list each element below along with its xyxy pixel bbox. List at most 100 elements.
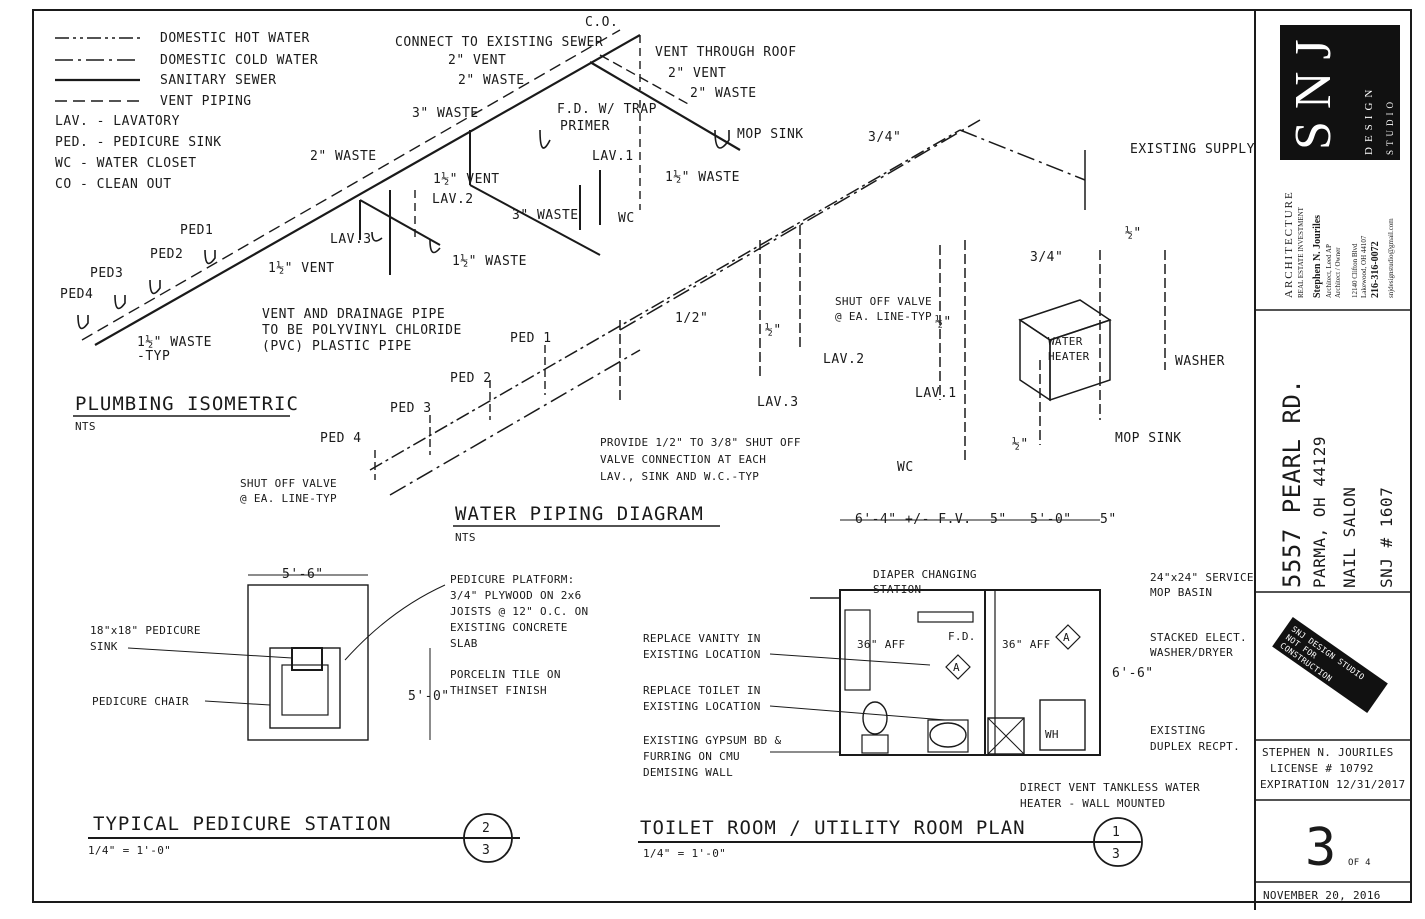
lav2-iso-label: LAV.2 [432, 192, 474, 207]
water-heater-label-2: HEATER [1048, 350, 1090, 363]
wp-lav3: LAV.3 [757, 395, 799, 410]
room-outline [839, 589, 1101, 756]
wp-lav2: LAV.2 [823, 352, 865, 367]
ped-height-dim: 5'-0" [408, 689, 450, 704]
vanity-note-1: EXISTING LOCATION [643, 648, 761, 661]
lav2-trap [429, 239, 441, 254]
direct-vent-note-0: DIRECT VENT TANKLESS WATER [1020, 781, 1200, 794]
shutoff-label-4: @ EA. LINE-TYP [240, 492, 337, 505]
tag-a-diamond-2 [1055, 624, 1081, 650]
firm-realestate: REAL ESTATE INVESTMENT [1297, 206, 1305, 298]
existing-supply-label: EXISTING SUPPLY [1130, 142, 1255, 157]
water-heater-front [1019, 318, 1051, 402]
firm-email: snjdesignstudio@gmail.com [1387, 218, 1395, 298]
washer-label: WASHER [1175, 354, 1225, 369]
provide-note-2: VALVE CONNECTION AT EACH [600, 453, 766, 466]
sheet-date: NOVEMBER 20, 2016 [1263, 889, 1381, 902]
waste2a-label: 2" WASTE [458, 73, 525, 88]
toilet-bowl [862, 701, 888, 735]
dim-f: 36" AFF [857, 638, 905, 651]
legend-label-cold: DOMESTIC COLD WATER [160, 53, 318, 68]
mop-basin [987, 717, 1025, 755]
cold-main-b [619, 119, 981, 331]
provide-note-3: LAV., SINK AND W.C.-TYP [600, 470, 759, 483]
wp-ped3: PED 3 [390, 401, 432, 416]
main-vent-pipe [81, 29, 621, 341]
toilet-room-title: TOILET ROOM / UTILITY ROOM PLAN [640, 817, 1026, 839]
toilet-leader [769, 705, 946, 721]
wp-ped4: PED 4 [320, 431, 362, 446]
stacked-note-1: WASHER/DRYER [1150, 646, 1233, 659]
pvc-note-2: TO BE POLYVINYL CHLORIDE [262, 323, 462, 338]
ped2-iso-label: PED2 [150, 247, 183, 262]
shutoff-label-3: SHUT OFF VALVE [240, 477, 337, 490]
vent2a-label: 2" VENT [448, 53, 506, 68]
dim-d: 5" [1100, 512, 1117, 527]
dim-e: 6'-6" [1112, 666, 1154, 681]
project-address: 5557 PEARL RD. [1278, 379, 1306, 588]
water-piping-title: WATER PIPING DIAGRAM [455, 503, 704, 525]
water-piping-diagram: 3/4" EXISTING SUPPLY ½" 3/4" SHUT OFF VA… [240, 119, 1255, 544]
waste2c-label: 2" WASTE [310, 149, 377, 164]
chair-note: PEDICURE CHAIR [92, 695, 189, 708]
tile-note-0: PORCELIN TILE ON [450, 668, 561, 681]
cold-main-a [389, 349, 641, 496]
wp-lav1: LAV.1 [915, 386, 957, 401]
platform-note-0: PEDICURE PLATFORM: [450, 573, 575, 586]
water-heater-top [1018, 299, 1112, 341]
mop-sink-label: MOP SINK [737, 127, 804, 142]
waste15c-label: 1½" WASTE [137, 335, 212, 350]
project-city: PARMA, OH 44129 [1310, 436, 1329, 588]
hot-main [369, 129, 961, 471]
vent2b-label: 2" VENT [668, 66, 726, 81]
pedicure-bubble-bottom: 3 [482, 843, 490, 858]
legend-label-vent: VENT PIPING [160, 94, 252, 109]
dim-a: 6'-4" +/- F.V. [855, 512, 972, 527]
toilet-note-1: EXISTING LOCATION [643, 700, 761, 713]
legend-label-hot: DOMESTIC HOT WATER [160, 31, 310, 46]
wp-ped1: PED 1 [510, 331, 552, 346]
wp-ped2: PED 2 [450, 371, 492, 386]
tag-a-1: A [953, 661, 960, 674]
ped3-iso-label: PED3 [90, 266, 123, 281]
toilet-bubble-bottom: 3 [1112, 847, 1120, 862]
duplex-note-1: DUPLEX RECPT. [1150, 740, 1240, 753]
ped4-iso-label: PED4 [60, 287, 93, 302]
platform-note-3: EXISTING CONCRETE [450, 621, 568, 634]
chair-seat [281, 664, 329, 716]
dim-g: 36" AFF [1002, 638, 1050, 651]
primer-label: PRIMER [560, 119, 610, 134]
license-line-3: EXPIRATION 12/31/2017 [1260, 778, 1405, 791]
logo-text: SNJ [1285, 27, 1342, 150]
toilet-tank [861, 734, 889, 754]
wc-iso-label: WC [618, 211, 635, 226]
fd-trap [539, 129, 551, 149]
abbrev-lav: LAV. - LAVATORY [55, 114, 180, 129]
platform-leader [344, 584, 446, 661]
gypsum-note-2: DEMISING WALL [643, 766, 733, 779]
vanity-leader [769, 653, 931, 666]
waste15a-label: 1½" WASTE [665, 170, 740, 185]
plumbing-isometric-title: PLUMBING ISOMETRIC [75, 393, 299, 415]
firm-role1: Architect, Leed AP [1325, 244, 1333, 298]
lav3-trap [371, 231, 383, 242]
half-d: ½" [765, 323, 782, 338]
service-note-1: MOP BASIN [1150, 586, 1212, 599]
co-label: C.O. [585, 15, 618, 30]
sink-note-1: SINK [90, 640, 118, 653]
half-b: ½" [935, 315, 952, 330]
logo-sub2: STUDIO [1385, 98, 1395, 155]
ped3-trap [114, 294, 126, 310]
sheet-border [32, 9, 1412, 903]
wh-label: WH [1045, 728, 1059, 741]
plumbing-isometric: C.O. CONNECT TO EXISTING SEWER VENT THRO… [60, 15, 804, 433]
waste3a-label: 3" WASTE [412, 106, 479, 121]
waste3b-label: 3" WASTE [512, 208, 579, 223]
wp-mop-sink: MOP SINK [1115, 431, 1182, 446]
license-line-1: STEPHEN N. JOURILES [1262, 746, 1394, 759]
waste2b-label: 2" WASTE [690, 86, 757, 101]
dim-b: 5" [990, 512, 1007, 527]
project-number: SNJ # 1607 [1377, 487, 1396, 588]
pvc-note-3: (PVC) PLASTIC PIPE [262, 339, 412, 354]
fd-label: F.D. W/ TRAP [557, 102, 657, 117]
